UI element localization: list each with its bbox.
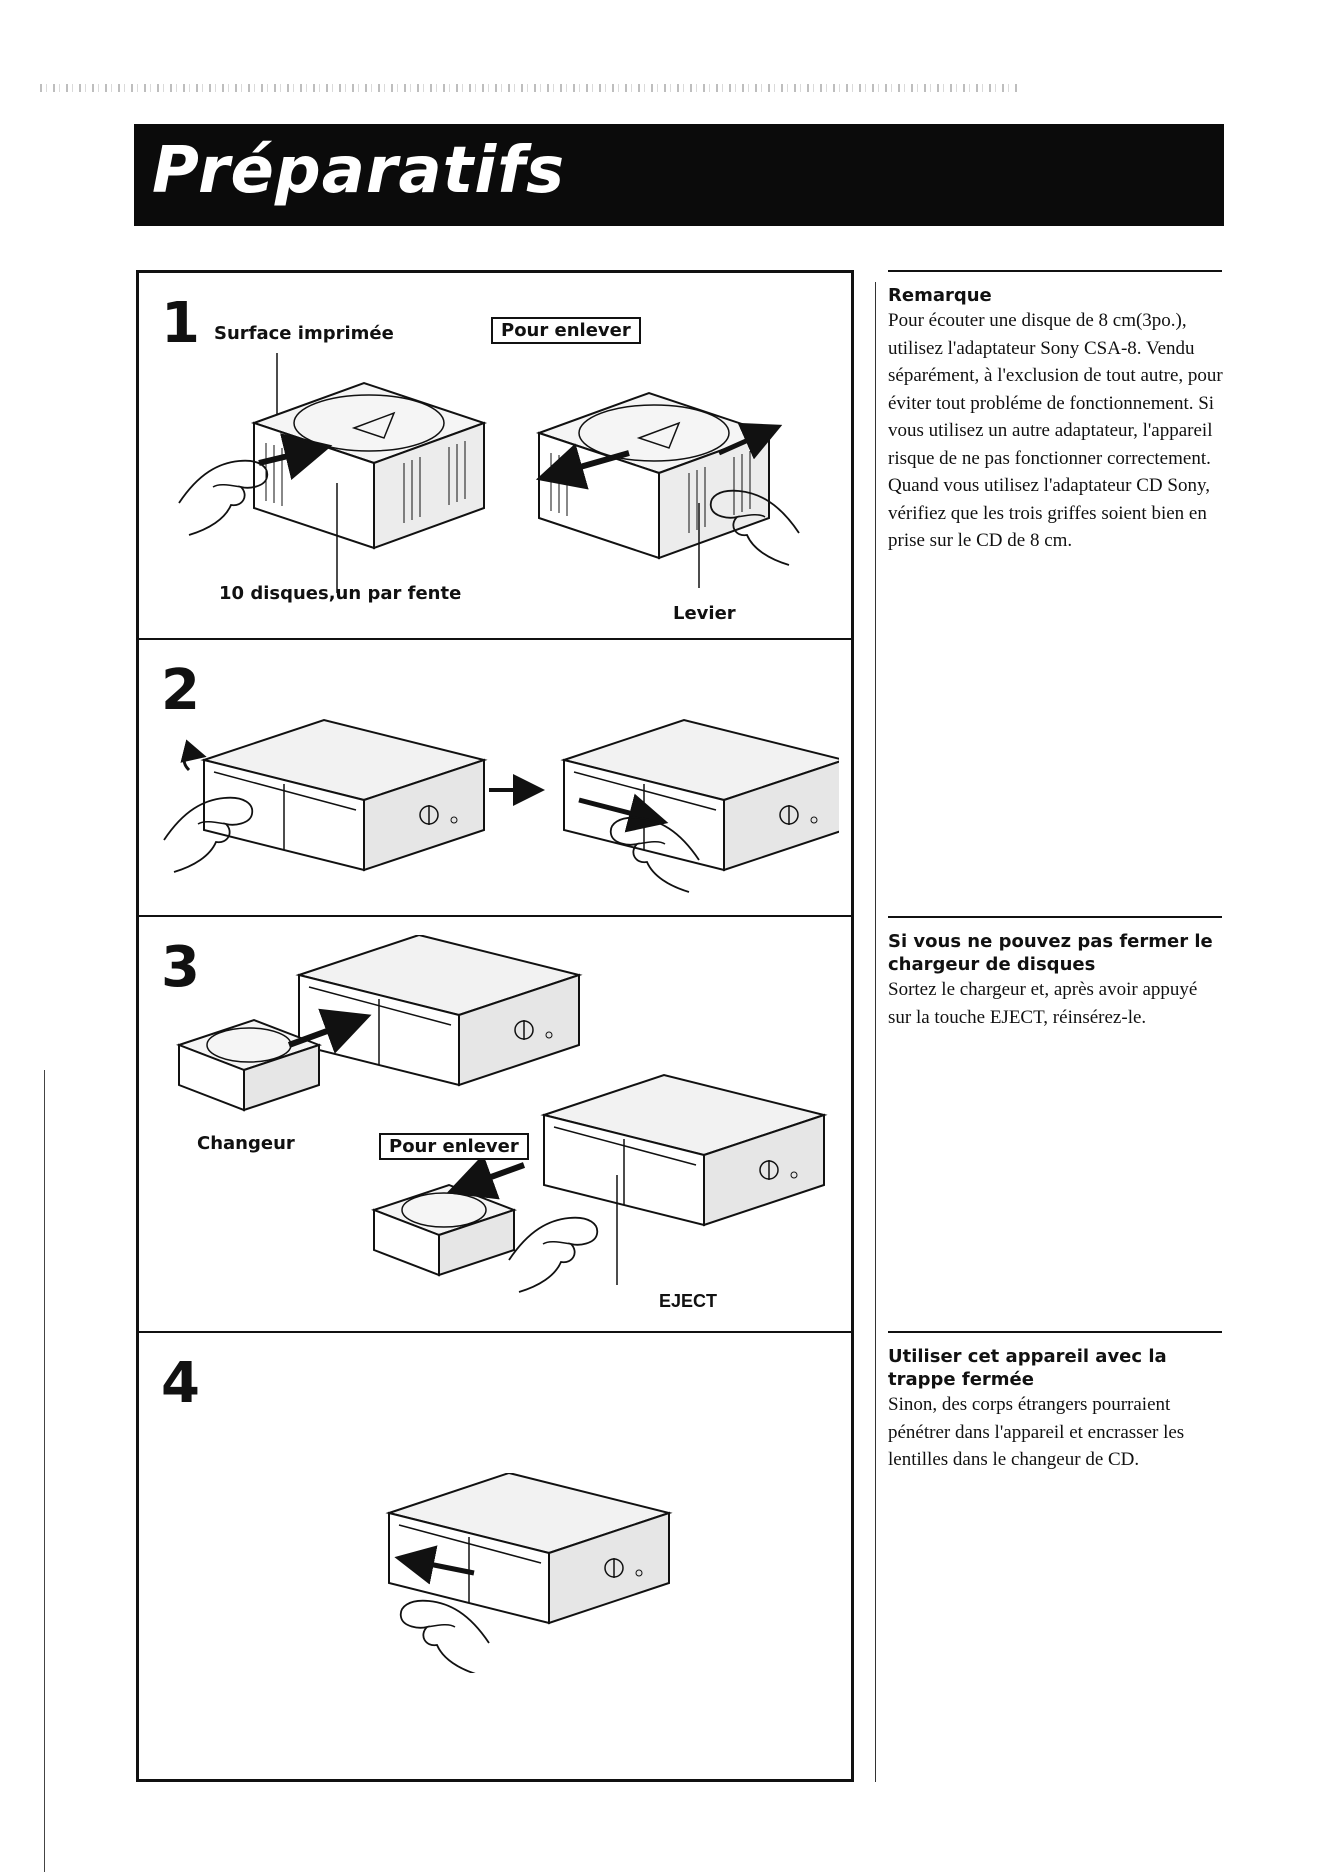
steps-panel: 1 Surface imprimée Pour enlever 10 disqu… [136, 270, 854, 1782]
note-body: Pour écouter une disque de 8 cm(3po.), u… [888, 307, 1224, 555]
step-number: 4 [161, 1351, 200, 1416]
note-heading: Utiliser cet appareil avec la trappe fer… [888, 1345, 1224, 1391]
label-lever: Levier [673, 603, 736, 624]
scan-speckle [40, 84, 1020, 92]
note-heading: Remarque [888, 284, 1224, 307]
note-rule [888, 270, 1222, 272]
note-rule [888, 1331, 1222, 1333]
note-body: Sortez le chargeur et, après avoir appuy… [888, 976, 1224, 1031]
note-body: Sinon, des corps étrangers pourraient pé… [888, 1391, 1224, 1474]
step-2: 2 [139, 640, 851, 917]
step-4: 4 [139, 1333, 851, 1779]
step-4-illustration [339, 1473, 699, 1673]
note-heading: Si vous ne pouvez pas fermer le chargeur… [888, 930, 1224, 976]
note-rule [888, 916, 1222, 918]
page-edge-line [44, 1070, 45, 1872]
column-divider [875, 282, 876, 1782]
note-cannot-close: Si vous ne pouvez pas fermer le chargeur… [888, 916, 1224, 1031]
label-remove: Pour enlever [491, 317, 641, 344]
label-remove: Pour enlever [379, 1133, 529, 1160]
label-changer: Changeur [197, 1133, 295, 1154]
step-1: 1 Surface imprimée Pour enlever 10 disqu… [139, 273, 851, 640]
step-3: 3 Changeur Pour enlever EJECT [139, 917, 851, 1333]
note-closed-door: Utiliser cet appareil avec la trappe fer… [888, 1331, 1224, 1474]
label-printed-surface: Surface imprimée [214, 323, 394, 344]
page-title: Préparatifs [152, 134, 565, 208]
label-eject: EJECT [659, 1291, 717, 1312]
step-number: 1 [161, 291, 200, 356]
note-remarque: Remarque Pour écouter une disque de 8 cm… [888, 270, 1224, 555]
label-discs: 10 disques,un par fente [219, 583, 461, 604]
step-2-illustration [159, 700, 839, 910]
step-3-illustration [159, 935, 839, 1325]
